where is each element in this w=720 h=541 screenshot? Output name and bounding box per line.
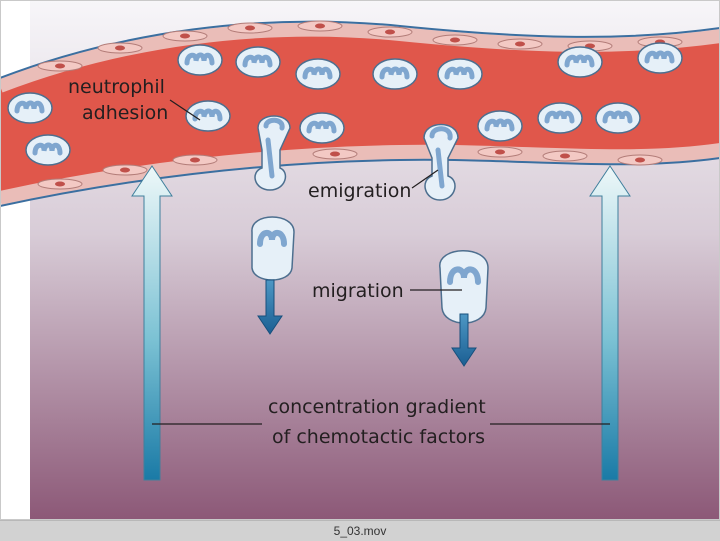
- label-gradient-line2: of chemotactic factors: [272, 426, 485, 448]
- media-filename: 5_03.mov: [334, 524, 387, 538]
- label-emigration: emigration: [308, 180, 411, 202]
- label-adhesion: adhesion: [82, 102, 168, 124]
- neutrophil-migration-diagram: neutrophil adhesion emigration migration…: [0, 0, 720, 520]
- label-neutrophil: neutrophil: [68, 76, 165, 98]
- label-gradient-line1: concentration gradient: [268, 396, 486, 418]
- label-migration: migration: [312, 280, 404, 302]
- media-filename-bar: 5_03.mov: [0, 520, 720, 541]
